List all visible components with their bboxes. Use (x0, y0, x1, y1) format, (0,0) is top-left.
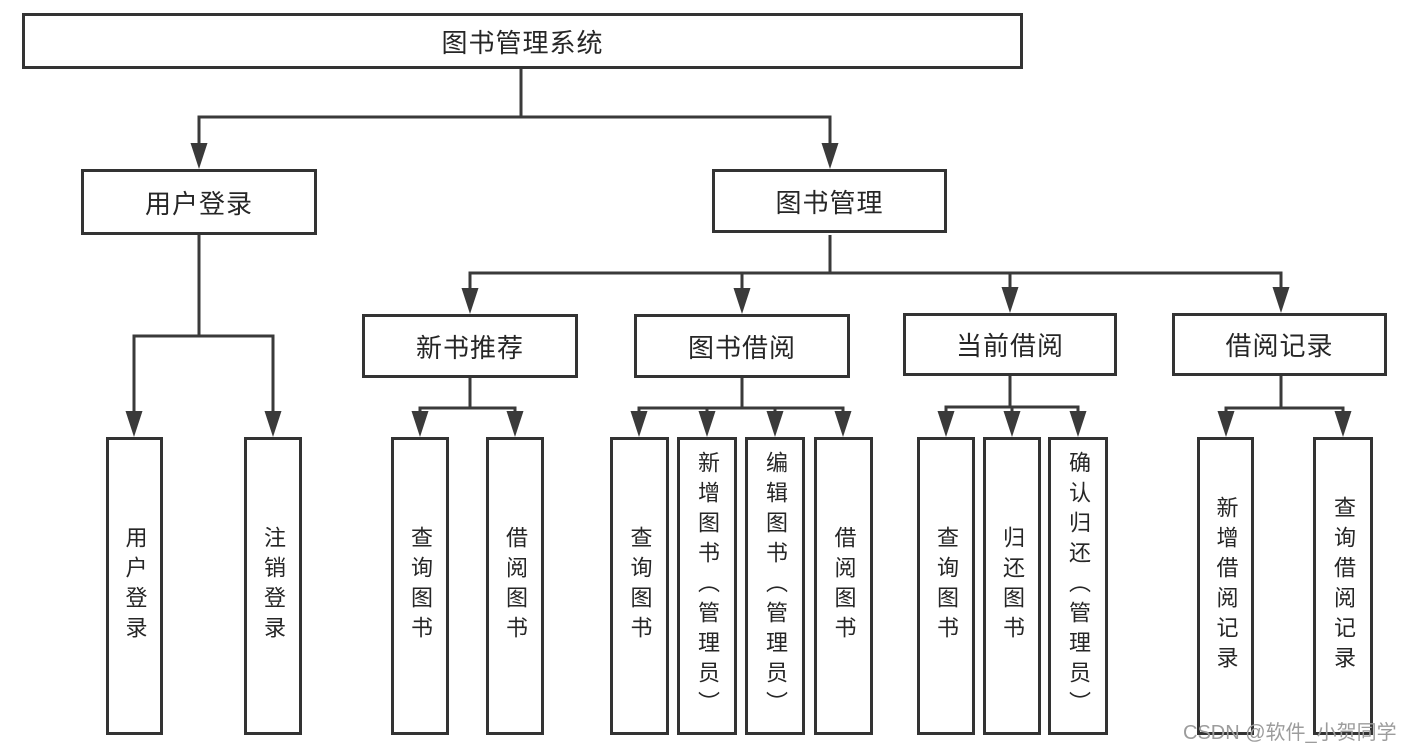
node-leaf-return-books: 归还图书 (983, 437, 1041, 735)
leaf-label: 查询借阅记录 (1331, 496, 1356, 676)
node-leaf-add-books-admin: 新增图书（管理员） (677, 437, 737, 735)
arrowhead-icon (1003, 411, 1021, 437)
connector-bookmgmt-to-level3 (468, 235, 1283, 292)
leaf-label: 归还图书 (1000, 526, 1025, 646)
node-current-borrowing: 当前借阅 (903, 313, 1117, 376)
leaf-label: 借阅图书 (503, 526, 528, 646)
arrowhead-icon (1217, 411, 1235, 437)
leaf-label: 查询图书 (934, 526, 959, 646)
connector-borrowing-to-leaves (637, 377, 845, 416)
node-leaf-borrow-books-borrowing: 借阅图书 (814, 437, 873, 735)
node-user-login: 用户登录 (81, 169, 317, 235)
connector-current-to-leaves (944, 374, 1080, 416)
arrowhead-icon (264, 411, 282, 437)
leaf-label: 新增图书（管理员） (695, 451, 720, 721)
arrowhead-icon (834, 411, 852, 437)
connector-root-to-level2 (197, 69, 832, 146)
node-leaf-query-books-recommend: 查询图书 (391, 437, 449, 735)
arrowhead-icon (190, 143, 208, 169)
leaf-label: 查询图书 (408, 526, 433, 646)
connector-userlogin-to-leaves (132, 235, 275, 415)
connector-records-to-leaves (1224, 374, 1345, 416)
connector-newbooks-to-leaves (418, 377, 517, 416)
arrowhead-icon (937, 411, 955, 437)
node-leaf-add-borrow-record: 新增借阅记录 (1197, 437, 1254, 735)
arrowhead-icon (461, 288, 479, 314)
node-book-borrowing: 图书借阅 (634, 314, 850, 378)
watermark: CSDN @软件_小贺同学 (1183, 722, 1397, 744)
node-leaf-user-login: 用户登录 (106, 437, 163, 735)
node-leaf-borrow-books-recommend: 借阅图书 (486, 437, 544, 735)
arrowhead-icon (821, 143, 839, 169)
leaf-label: 确认归还（管理员） (1066, 451, 1091, 721)
node-book-management: 图书管理 (712, 169, 947, 233)
arrowhead-icon (506, 411, 524, 437)
node-new-book-recommend: 新书推荐 (362, 314, 578, 378)
node-leaf-query-books-borrowing: 查询图书 (610, 437, 669, 735)
node-leaf-query-books-current: 查询图书 (917, 437, 975, 735)
arrowhead-icon (1272, 287, 1290, 313)
arrowhead-icon (766, 411, 784, 437)
arrowhead-icon (630, 411, 648, 437)
arrowhead-icon (1001, 287, 1019, 313)
node-borrowing-records: 借阅记录 (1172, 313, 1387, 376)
node-leaf-query-borrow-record: 查询借阅记录 (1313, 437, 1373, 735)
leaf-label: 注销登录 (261, 526, 286, 646)
leaf-label: 用户登录 (122, 526, 148, 646)
arrowhead-icon (733, 288, 751, 314)
leaf-label: 新增借阅记录 (1213, 496, 1239, 676)
node-root-library-system: 图书管理系统 (22, 13, 1023, 69)
leaf-label: 编辑图书（管理员） (763, 451, 788, 721)
leaf-label: 查询图书 (627, 526, 653, 646)
node-leaf-edit-books-admin: 编辑图书（管理员） (745, 437, 805, 735)
arrowhead-icon (125, 411, 143, 437)
leaf-label: 借阅图书 (831, 526, 857, 646)
arrowhead-icon (1334, 411, 1352, 437)
node-leaf-confirm-return-admin: 确认归还（管理员） (1048, 437, 1108, 735)
arrowhead-icon (1069, 411, 1087, 437)
node-leaf-logout-login: 注销登录 (244, 437, 302, 735)
arrowhead-icon (411, 411, 429, 437)
arrowhead-icon (698, 411, 716, 437)
